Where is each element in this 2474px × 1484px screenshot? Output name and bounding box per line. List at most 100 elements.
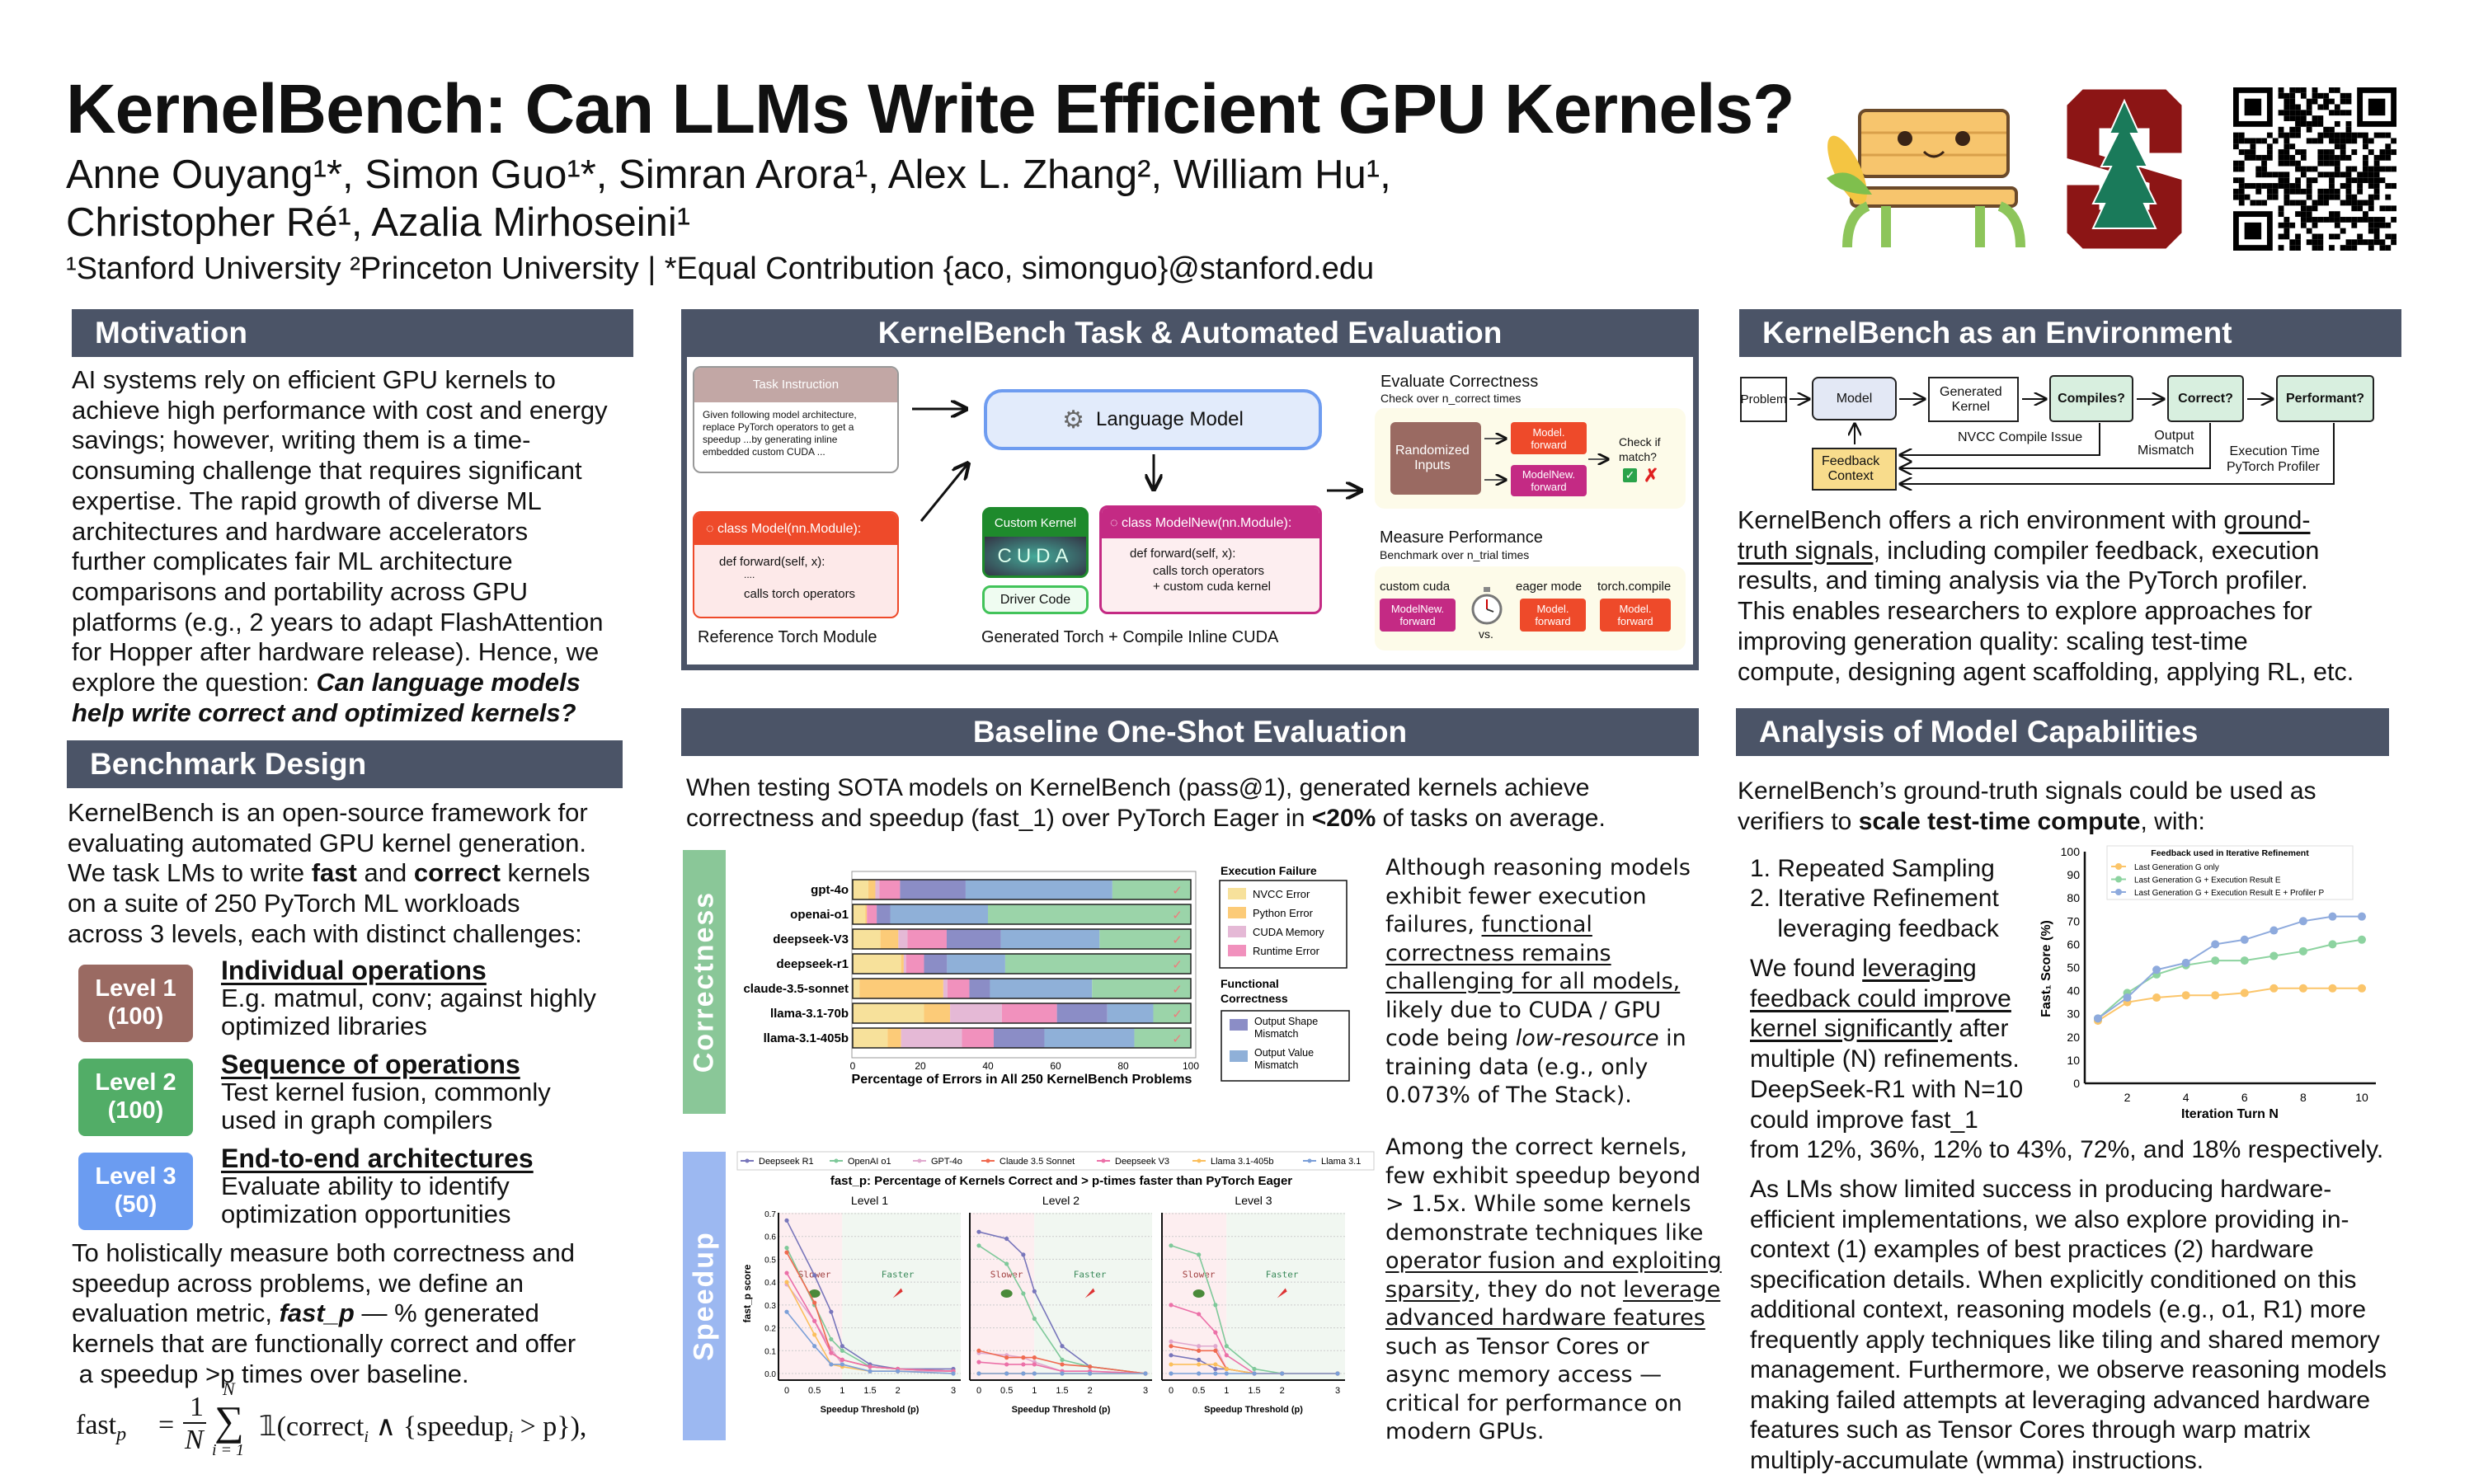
text-run: KernelBench’s ground-truth signals could… (1738, 777, 2316, 835)
formula-tail: > p}), (513, 1411, 587, 1442)
sum-symbol: ∑ (214, 1397, 244, 1444)
panel-title: Level 2 (1042, 1194, 1079, 1207)
generated-caption: Generated Torch + Compile Inline CUDA (981, 628, 1279, 646)
task-instruction-body: Given following model architecture, repl… (703, 409, 857, 458)
bar-segment (901, 954, 904, 974)
bar-segment (1092, 979, 1191, 998)
feedback-arrow (1900, 423, 2335, 484)
bar-segment (965, 880, 1112, 899)
x-tick-label: 1 (840, 1386, 844, 1396)
legend-entry: Last Generation G + Execution Result E +… (2134, 889, 2324, 898)
node-feedback-context: Feedback Context (1812, 448, 1897, 491)
bar-segment (890, 904, 988, 924)
data-point (1004, 1261, 1009, 1266)
data-point (1032, 1289, 1037, 1294)
data-point (829, 1362, 834, 1367)
text-run: scale test-time compute (1858, 807, 2141, 835)
data-point (1032, 1362, 1037, 1367)
text-run: When testing SOTA models on KernelBench … (686, 774, 1590, 832)
analysis-finding: We found leveraging feedback could impro… (1750, 954, 2023, 1135)
text-run: KernelBench is an open-source framework … (68, 798, 588, 888)
evaluate-subtitle: Check over n_correct times (1380, 392, 1522, 405)
data-point (784, 1280, 789, 1284)
y-tick-label: 100 (2061, 845, 2081, 858)
data-point (1021, 1362, 1026, 1367)
bar-segment (969, 979, 990, 998)
legend-marker (1307, 1158, 1312, 1163)
data-point (1032, 1371, 1037, 1376)
legend-swatch (1228, 945, 1246, 956)
arrow (920, 463, 968, 522)
faster-region (1226, 1213, 1345, 1380)
data-point (1169, 1362, 1174, 1367)
edge-label-nvcc: NVCC Compile Issue (1958, 430, 2083, 444)
data-point (2358, 935, 2366, 944)
x-tick-label: 1.5 (1056, 1386, 1068, 1396)
data-point (976, 1348, 981, 1353)
bar-segment (924, 1003, 951, 1023)
pytorch-icon: ◌ (1110, 516, 1122, 530)
text-run: , with: (2140, 807, 2205, 835)
data-point (1032, 1355, 1037, 1360)
driver-code-box: Driver Code (982, 585, 1089, 614)
analysis-list-item: 1. Repeated Sampling (1750, 855, 1995, 882)
task-eval-frame (681, 357, 1699, 670)
data-point (2269, 984, 2279, 993)
text-run: leverage advanced hardware features (1385, 1276, 1721, 1331)
rocket-icon (1084, 1288, 1095, 1298)
fraction-bar (183, 1422, 206, 1424)
legend-entry: GPT-4o (931, 1157, 962, 1167)
legend-entry: CUDA Memory (1253, 926, 1324, 938)
data-point (868, 1364, 872, 1369)
correct-check-icon: ✓ (1172, 958, 1183, 972)
data-point (1004, 1236, 1009, 1242)
category-label: deepseek-V3 (773, 932, 849, 946)
data-point (976, 1229, 981, 1234)
data-point (2298, 917, 2307, 926)
reference-model-card: ◌ class Model(nn.Module): def forward(se… (693, 511, 899, 618)
baseline-header: Baseline One-Shot Evaluation (681, 708, 1699, 756)
randomized-inputs-box: Randomized Inputs (1390, 422, 1481, 495)
bar-segment (900, 880, 966, 899)
data-point (1060, 1362, 1065, 1367)
data-point (2211, 940, 2220, 949)
sum-upper: N (223, 1378, 235, 1399)
node-model: Model (1812, 377, 1897, 420)
legend-swatch (1230, 1019, 1248, 1031)
data-point (1213, 1344, 1218, 1349)
text-run: fast (311, 858, 357, 888)
correctness-band: Correctness (683, 850, 726, 1114)
x-tick-label: 10 (2355, 1091, 2368, 1104)
check-match-label: Check if match? (1619, 435, 1661, 463)
data-point (1213, 1366, 1218, 1372)
text-run: kernels on a suite of 250 PyTorch ML wor… (68, 858, 590, 948)
task-arrows (912, 309, 1699, 522)
eager-model-box: Model. forward (1520, 599, 1586, 632)
x-tick-label: 3 (1335, 1386, 1340, 1396)
data-point (1060, 1357, 1065, 1362)
bar-segment (853, 1003, 924, 1023)
legend-entry: Deepseek V3 (1115, 1157, 1169, 1167)
formula-indicator: 𝟙(correct (259, 1411, 365, 1442)
y-tick-label: 80 (2067, 891, 2080, 904)
x-tick-label: 4 (2183, 1091, 2189, 1104)
bar-segment (907, 929, 947, 949)
edge-label-mismatch: Output Mismatch (2138, 429, 2194, 458)
legend-entry: Claude 3.5 Sonnet (999, 1157, 1075, 1167)
category-label: llama-3.1-405b (764, 1031, 849, 1045)
generated-class-name: class ModelNew(nn.Module): (1121, 516, 1292, 530)
x-tick-label: 2 (896, 1386, 901, 1396)
level-detail: E.g. matmul, conv; against highly optimi… (221, 984, 596, 1040)
data-point (2328, 912, 2337, 921)
data-point (976, 1360, 981, 1364)
data-point (1169, 1353, 1174, 1358)
rocket-icon (1277, 1288, 1287, 1298)
text-run: low-resource (1515, 1026, 1659, 1051)
formula-sub: i (508, 1427, 514, 1446)
x-tick-label: 0 (850, 1060, 856, 1072)
level-badge: Level 1 (100) (78, 965, 193, 1042)
qr-code[interactable] (2231, 87, 2399, 251)
text-run: Can language models help write correct a… (72, 668, 581, 727)
legend-marker (745, 1158, 750, 1163)
feedback-arrow (1900, 423, 2100, 455)
